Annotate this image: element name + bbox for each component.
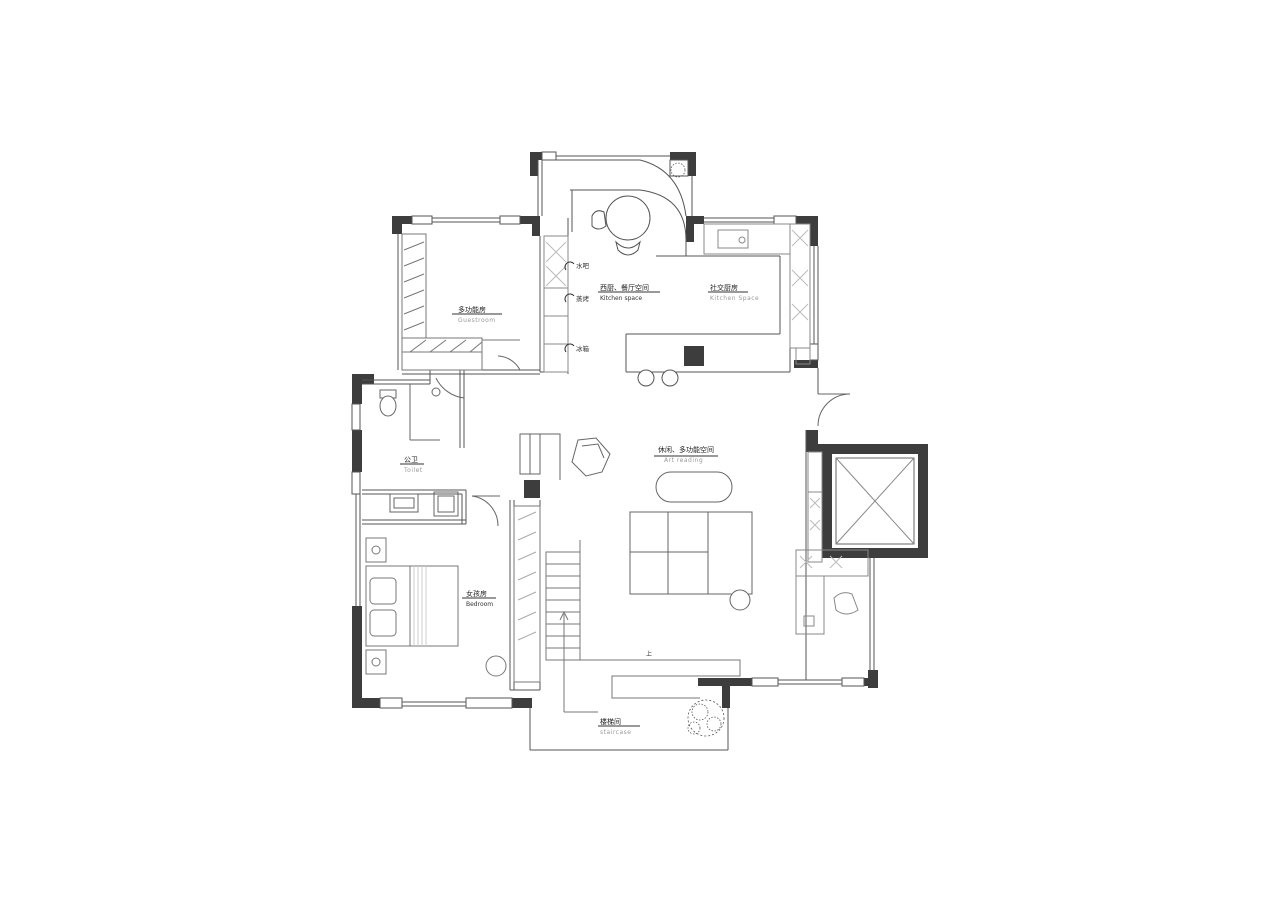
doors <box>435 355 851 527</box>
bedroom-furniture <box>365 505 541 683</box>
toilet-label-en: Toilet <box>403 467 423 474</box>
dining-table <box>570 189 791 387</box>
kitchen-cabinets-left <box>543 235 569 373</box>
elevator-shaft <box>822 444 928 558</box>
living-furniture <box>519 433 753 611</box>
toilet-fixtures <box>379 384 459 517</box>
bedroom-label: 女孩房 <box>466 589 487 598</box>
stair-label: 楼梯间 <box>600 717 621 726</box>
steam-oven-label: 蒸烤 <box>576 294 590 303</box>
label-underlines <box>400 291 748 727</box>
appliance-markers <box>564 261 575 353</box>
exterior-walls <box>355 155 875 751</box>
kitchen-label-en: Kitchen space <box>600 295 642 302</box>
window-blocks <box>351 151 865 709</box>
leisure-label-en: Art reading <box>664 457 703 464</box>
stair-up-marker: 上 <box>646 650 652 658</box>
study-label-en: Guestroom <box>458 317 496 324</box>
social-kitchen-label: 社交厨房 <box>710 283 738 292</box>
right-cabinets <box>795 451 869 635</box>
leisure-label: 休闲、多功能空间 <box>658 445 714 454</box>
kitchen-cabinets-right <box>703 223 811 365</box>
plant-icon <box>687 699 725 737</box>
staircase <box>545 540 741 713</box>
study-label: 多功能房 <box>458 305 486 314</box>
fridge-label: 冰箱 <box>576 344 590 353</box>
room-labels: 多功能房 Guestroom 西厨、餐厅空间 Kitchen space 社交厨… <box>403 261 759 736</box>
small-plant-icon <box>670 162 686 178</box>
stair-label-en: staircase <box>600 729 631 736</box>
bedroom-label-en: Bedroom <box>466 601 493 608</box>
water-bar-label: 水吧 <box>576 261 590 270</box>
kitchen-label: 西厨、餐厅空间 <box>600 283 649 292</box>
study-furniture <box>401 233 520 371</box>
toilet-label: 公卫 <box>404 456 418 464</box>
social-kitchen-label-en: Kitchen Space <box>710 295 759 302</box>
